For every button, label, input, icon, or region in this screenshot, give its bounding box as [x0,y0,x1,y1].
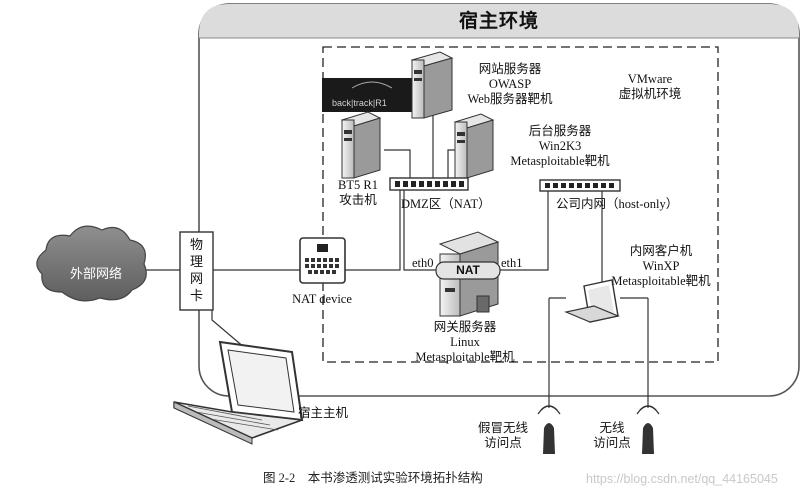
nat-device-label: NAT device [292,292,352,306]
intranet-client-laptop-icon [563,279,621,323]
watermark: https://blog.csdn.net/qq_44165045 [586,472,778,486]
eth1-label: eth1 [501,256,523,270]
physical-nic-box [179,231,214,311]
dmz-label: DMZ区（NAT） [401,197,491,211]
intranet-client-label: 内网客户机 WinXP Metasploitable靶机 [611,244,711,288]
host-environment-title: 宿主环境 [458,11,539,32]
gateway-nat-tag: NAT [456,263,480,277]
web-server-label: 网站服务器 OWASP Web服务器靶机 [467,62,553,106]
host-laptop-icon [173,340,304,445]
physical-nic-label: 物 理 网 卡 [189,237,203,303]
svg-text:back|track|R1: back|track|R1 [332,98,387,108]
gateway-server-icon [435,231,501,317]
backtrack-logo: back|track|R1 [322,78,414,112]
intranet-switch-icon [539,179,621,192]
attacker-label: BT5 R1 攻击机 [338,178,378,207]
connection-lines [140,114,649,408]
access-point-icon [636,405,660,454]
web-server-icon [410,51,454,119]
vmware-label: VMware 虚拟机环境 [618,72,682,101]
host-machine-label: 宿主主机 [298,406,349,420]
vmware-environment-frame [322,46,719,363]
external-network-cloud [36,225,147,302]
figure-caption: 图 2-2 本书渗透测试实验环境拓扑结构 [263,471,483,485]
gateway-server-label: 网关服务器 Linux Metasploitable靶机 [415,320,515,364]
backend-server-icon [453,113,495,179]
backend-server-label: 后台服务器 Win2K3 Metasploitable靶机 [510,124,610,168]
access-point-label: 无线 访问点 [593,421,631,450]
intranet-label: 公司内网（host-only） [556,197,679,211]
external-network-label: 外部网络 [70,266,123,281]
fake-access-point-label: 假冒无线 访问点 [477,421,528,450]
fake-access-point-icon [537,405,561,454]
nat-device-icon [299,237,346,284]
dmz-switch-icon [389,177,469,191]
eth0-label: eth0 [412,256,434,270]
attacker-tower-icon [340,111,382,179]
